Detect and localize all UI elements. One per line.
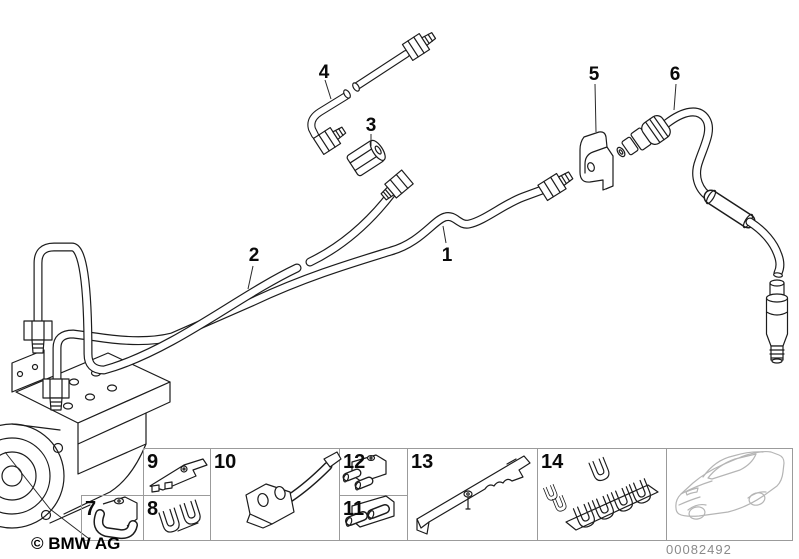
cell-number-10[interactable]: 10 bbox=[214, 451, 236, 473]
brake-hose-6-drawing bbox=[616, 112, 789, 364]
callout-1[interactable]: 1 bbox=[442, 245, 453, 266]
part-cell-14[interactable] bbox=[543, 456, 659, 531]
callout-leaders bbox=[247, 79, 677, 290]
part-cell-10[interactable] bbox=[245, 451, 342, 529]
callout-4[interactable]: 4 bbox=[319, 62, 330, 83]
cell-number-11[interactable]: 11 bbox=[343, 498, 364, 520]
cell-number-8[interactable]: 8 bbox=[147, 498, 158, 520]
callout-6[interactable]: 6 bbox=[670, 64, 681, 85]
car-silhouette bbox=[675, 450, 785, 520]
cell-number-7[interactable]: 7 bbox=[85, 498, 96, 520]
callout-3[interactable]: 3 bbox=[366, 115, 377, 136]
brake-pipe-4-drawing bbox=[311, 32, 437, 156]
copyright-text: © BMW AG bbox=[31, 534, 121, 553]
abs-unit-edge-line bbox=[4, 451, 89, 539]
cell-number-13[interactable]: 13 bbox=[411, 451, 433, 473]
cell-number-14[interactable]: 14 bbox=[541, 451, 564, 473]
brake-pipe-2-drawing bbox=[23, 169, 414, 370]
parts-table-grid bbox=[81, 448, 793, 541]
part-cell-13[interactable] bbox=[416, 455, 531, 535]
part-cell-11[interactable] bbox=[345, 495, 395, 528]
part-cell-12[interactable] bbox=[342, 454, 387, 491]
brake-pipe-1-drawing bbox=[42, 171, 574, 411]
bracket-5-drawing bbox=[579, 131, 614, 191]
cell-number-9[interactable]: 9 bbox=[147, 451, 158, 473]
hose-end-connector-drawing bbox=[765, 279, 789, 364]
part-cell-9[interactable] bbox=[149, 458, 208, 493]
callout-2[interactable]: 2 bbox=[249, 245, 260, 266]
cell-number-12[interactable]: 12 bbox=[343, 451, 365, 473]
coupling-nut-3-drawing bbox=[346, 139, 386, 177]
part-cell-8[interactable] bbox=[158, 499, 203, 535]
document-number: 00082492 bbox=[666, 542, 732, 557]
part-cell-7[interactable] bbox=[93, 496, 138, 540]
callout-5[interactable]: 5 bbox=[589, 64, 600, 85]
